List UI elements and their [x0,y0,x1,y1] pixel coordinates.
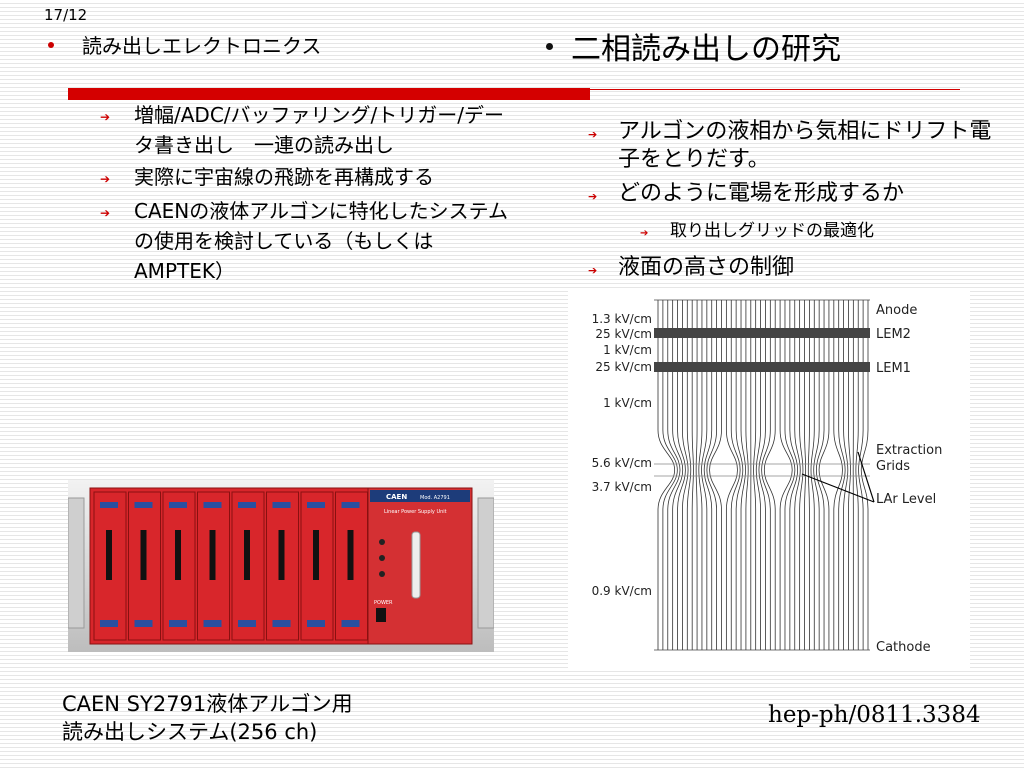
header-right: 二相読み出しの研究 [546,24,841,68]
photo-caption: CAEN SY2791液体アルゴン用 読み出しシステム(256 ch) [62,692,353,744]
field-diagram: 1.3 kV/cm 25 kV/cm 1 kV/cm 25 kV/cm 1 kV… [568,290,970,670]
model-label: Mod. A2791 [420,495,450,501]
list-item: ➔実際に宇宙線の飛跡を再構成する [100,162,510,194]
cathode-label: Cathode [876,640,931,655]
arrow-right-icon: ➔ [588,128,598,141]
field-label: 25 kV/cm [595,360,652,374]
lem2-plate [654,328,870,338]
arrow-right-icon: ➔ [100,172,111,186]
lem1-plate [654,362,870,372]
arrow-right-icon: ➔ [100,110,111,124]
field-label: 0.9 kV/cm [592,584,652,598]
caen-crate-photo: CAEN Mod. A2791 Linear Power Supply Unit… [67,480,495,652]
right-bullet-list: ➔アルゴンの液相から気相にドリフト電子をとりだす。 ➔どのように電場を形成するか… [588,118,1008,291]
field-label: 1.3 kV/cm [592,312,652,326]
field-label: 1 kV/cm [603,343,652,357]
lem2-label: LEM2 [876,327,911,342]
header-left: 読み出しエレクトロニクス [48,30,321,59]
slide-title: 二相読み出しの研究 [571,32,841,67]
brand-label: CAEN [386,493,407,501]
field-label: 5.6 kV/cm [592,456,652,470]
arrow-right-icon: ➔ [640,228,649,239]
bullet-icon [546,42,553,50]
list-item: ➔増幅/ADC/バッファリング/トリガー/データ書き出し 一連の読み出し [100,100,510,160]
title-divider-line [590,89,960,90]
power-label: POWER [374,600,393,606]
bullet-icon [48,41,54,48]
field-label: 1 kV/cm [603,396,652,410]
reference-link[interactable]: hep-ph/0811.3384 [768,702,981,728]
field-label: 25 kV/cm [595,327,652,341]
grids-label: Grids [876,459,910,474]
unit-label: Linear Power Supply Unit [384,509,447,515]
extraction-label: Extraction [876,443,942,458]
list-item: ➔アルゴンの液相から気相にドリフト電子をとりだす。 [588,119,992,172]
anode-label: Anode [876,303,917,318]
list-item: ➔どのように電場を形成するか [588,180,1008,211]
page-number: 17/12 [44,6,88,24]
list-item: ➔液面の高さの制御 [588,254,1008,285]
field-label: 3.7 kV/cm [592,480,652,494]
lem1-label: LEM1 [876,361,911,376]
list-item: ➔取り出しグリッドの最適化 [640,217,1008,248]
list-item: ➔CAENの液体アルゴンに特化したシステムの使用を検討している（もしくはAMPT… [100,196,510,286]
arrow-right-icon: ➔ [588,190,598,203]
left-bullet-list: ➔増幅/ADC/バッファリング/トリガー/データ書き出し 一連の読み出し ➔実際… [100,100,510,288]
title-red-bar [68,88,590,100]
arrow-right-icon: ➔ [100,206,111,220]
lar-level-label: LAr Level [876,492,936,507]
left-title: 読み出しエレクトロニクス [82,34,322,58]
arrow-right-icon: ➔ [588,264,598,277]
